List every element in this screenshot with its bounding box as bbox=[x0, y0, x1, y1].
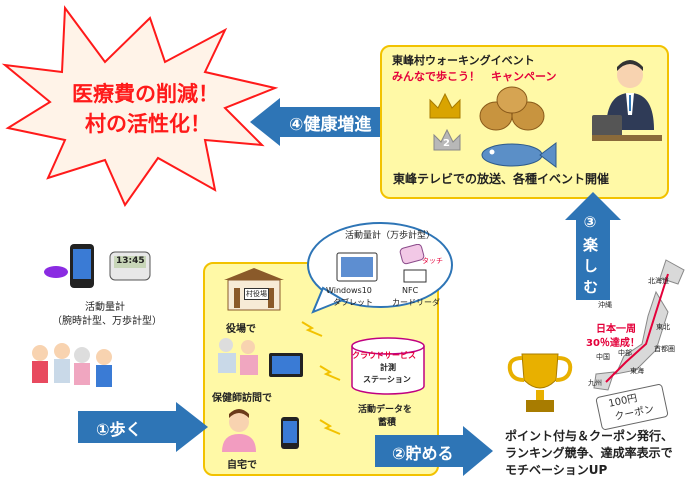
device-caption2: （腕時計型、万歩計型） bbox=[52, 316, 162, 327]
gold-crown-icon bbox=[429, 92, 461, 119]
store-arrow-label: ②貯める bbox=[392, 444, 454, 463]
cloud-line2: 計測 bbox=[380, 363, 396, 372]
map-label-chugoku: 中国 bbox=[596, 353, 610, 361]
map-headline1: 日本一周 bbox=[596, 324, 636, 335]
device-caption1: 活動量計 bbox=[85, 302, 125, 313]
rice-bags-icon bbox=[479, 86, 545, 131]
burst-line1: 医療費の削減！ bbox=[72, 82, 219, 106]
event-campaign: みんなで歩こう！ キャンペーン bbox=[392, 70, 557, 83]
walk-arrow bbox=[78, 402, 208, 452]
woman-at-home-icon bbox=[222, 409, 256, 452]
burst-line2: 村の活性化！ bbox=[85, 112, 211, 136]
bubble-title: 活動量計（万歩計型） bbox=[345, 231, 436, 241]
cloud-line1: クラウドサービス bbox=[352, 351, 416, 360]
silver-crown-icon bbox=[433, 128, 461, 151]
pedometer-nfc-icon bbox=[399, 244, 427, 283]
map-label-tohoku: 東北 bbox=[656, 323, 670, 331]
man-at-computer-icon bbox=[592, 60, 662, 141]
health-arrow-label: ④健康増進 bbox=[289, 115, 372, 135]
smartphone-icon bbox=[281, 417, 299, 449]
enjoy-arrow bbox=[565, 192, 621, 300]
signal-mark-icon bbox=[301, 321, 323, 337]
nfc-label2: カードリーダ bbox=[392, 298, 440, 307]
map-label-chubu: 中部 bbox=[618, 349, 632, 357]
home-label: 自宅で bbox=[227, 460, 257, 471]
trophy-icon bbox=[507, 353, 573, 412]
enjoy-arrow-number: ③楽しむ bbox=[581, 213, 599, 300]
reward-line3: モチベーションUP bbox=[505, 463, 608, 477]
tablet-small-icon bbox=[269, 353, 303, 377]
event-title: 東峰村ウォーキングイベント bbox=[392, 54, 535, 67]
map-label-tokai: 東海 bbox=[630, 367, 644, 375]
tablet-label2: タブレット bbox=[333, 298, 373, 307]
tablet-icon bbox=[336, 252, 378, 282]
event-footer: 東峰テレビでの放送、各種イベント開催 bbox=[393, 172, 610, 186]
reward-line1: ポイント付与＆クーポン発行、 bbox=[505, 429, 674, 443]
store-arrow bbox=[375, 426, 493, 476]
walking-people-icon bbox=[32, 343, 112, 387]
map-headline2: 30％達成！ bbox=[586, 338, 640, 349]
activity-trackers-icon bbox=[44, 244, 151, 288]
japan-map-icon bbox=[593, 259, 685, 391]
rank2-number: 2 bbox=[443, 138, 450, 149]
cloud-line3: ステーション bbox=[363, 375, 411, 384]
map-label-okinawa: 沖縄 bbox=[598, 301, 612, 309]
bubble-shape bbox=[307, 222, 453, 314]
tablet-label1: Windows10 bbox=[326, 286, 372, 295]
map-label-shutoken: 首都圏 bbox=[654, 345, 675, 353]
health-arrow bbox=[250, 98, 385, 146]
map-label-kyushu: 九州 bbox=[588, 379, 602, 387]
nurse-visit-icon bbox=[218, 338, 258, 375]
reward-line2: ランキング競争、達成率表示で bbox=[505, 446, 673, 460]
cloud-station-icon bbox=[351, 337, 425, 395]
data-accum2: 蓄積 bbox=[378, 418, 397, 428]
office-label: 役場で bbox=[226, 324, 256, 335]
signal-mark-icon bbox=[319, 365, 341, 381]
walk-arrow-label: ①歩く bbox=[96, 420, 142, 439]
burst-shape bbox=[1, 5, 279, 208]
data-accum1: 活動データを bbox=[358, 405, 413, 415]
nurse-label: 保健師訪問で bbox=[212, 393, 272, 404]
map-label-hokkaido: 北海道 bbox=[648, 277, 669, 285]
office-sign: 村役場 bbox=[244, 288, 269, 300]
signal-mark-icon bbox=[319, 419, 341, 435]
tracker-watch-time: 13:45 bbox=[116, 256, 145, 266]
fish-icon bbox=[481, 142, 557, 168]
touch-label: タッチ bbox=[422, 257, 443, 265]
nfc-label1: NFC bbox=[402, 286, 419, 295]
